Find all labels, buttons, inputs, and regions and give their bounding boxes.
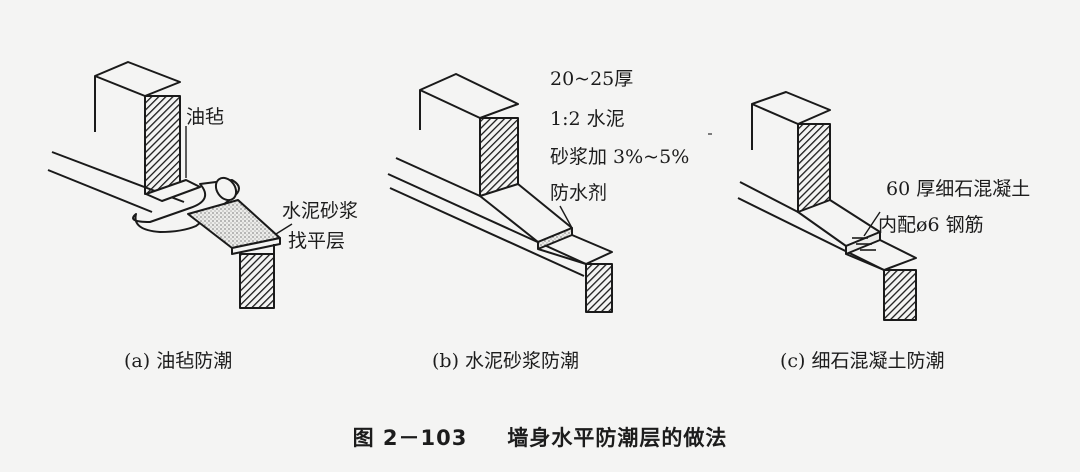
- label-c-concrete: 60 厚细石混凝土: [886, 178, 1031, 200]
- label-felt: 油毡: [186, 106, 225, 128]
- label-leveling-layer: 找平层: [288, 230, 346, 252]
- panel-b-drawing: [387, 73, 613, 313]
- caption-panel-a: (a) 油毡防潮: [124, 350, 233, 372]
- figure-title: 墙身水平防潮层的做法: [507, 426, 728, 450]
- label-b-additive: 砂浆加 3%~5%: [550, 146, 690, 168]
- figure-caption: 图 2－103 墙身水平防潮层的做法: [0, 422, 1080, 452]
- label-b-waterproofer: 防水剂: [550, 182, 608, 204]
- caption-panel-b: (b) 水泥砂浆防潮: [432, 350, 580, 372]
- label-b-ratio: 1:2 水泥: [550, 108, 625, 130]
- label-mortar: 水泥砂浆: [282, 200, 359, 222]
- figure-number: 图 2－103: [352, 426, 468, 450]
- label-b-thickness: 20~25厚: [550, 68, 634, 90]
- panel-a-drawing: [47, 61, 293, 309]
- caption-panel-c: (c) 细石混凝土防潮: [780, 350, 945, 372]
- label-c-rebar: 内配ø6 钢筋: [878, 214, 984, 236]
- panel-c-drawing: [737, 91, 917, 321]
